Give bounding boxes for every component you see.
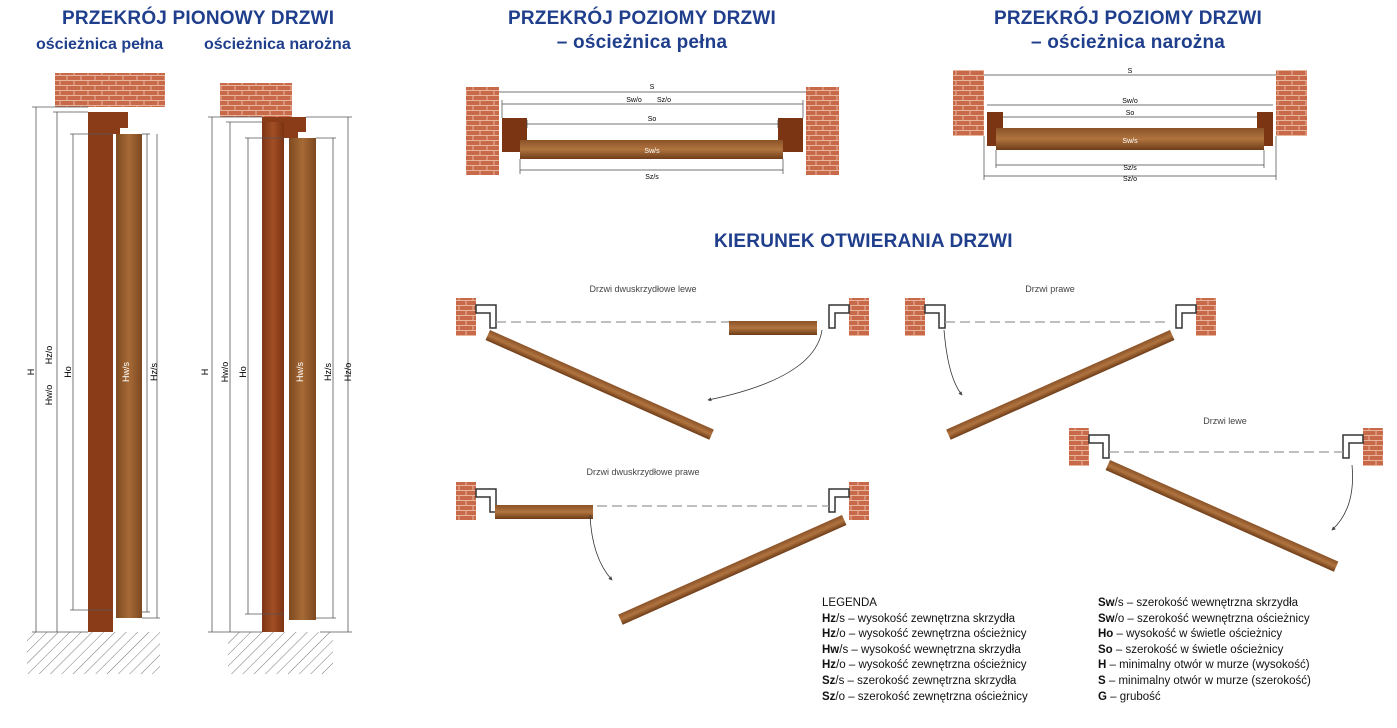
legend-item: H – minimalny otwór w murze (wysokość) [1098, 659, 1310, 672]
label-szo: Sz/o [1123, 176, 1137, 183]
horizontal-corner-frame: S Sw/o So Sw/s Sz/s Sz/o [953, 68, 1307, 183]
legend-heading: LEGENDA [822, 597, 877, 609]
label-swo: Sw/o [1122, 98, 1138, 105]
label-hwo: Hw/o [44, 385, 54, 406]
opening-left: Drzwi lewe [1069, 416, 1383, 572]
horizontal-corner-title-1: PRZEKRÓJ POZIOMY DRZWI [994, 8, 1262, 29]
label-hwo: Hw/o [220, 362, 230, 383]
frame-right [778, 118, 803, 152]
label-sws: Sw/s [1122, 138, 1138, 145]
vertical-sub-full: ościeżnica pełna [36, 36, 164, 53]
legend-item: Ho – wysokość w świetle ościeżnicy [1098, 628, 1283, 641]
door-leaf [520, 140, 783, 159]
label-ho: Ho [63, 366, 73, 378]
label-h: H [200, 369, 210, 376]
legend-item: Hz/s – wysokość zewnętrzna skrzydła [822, 612, 1016, 625]
legend-left: LEGENDA Hz/s – wysokość zewnętrzna skrzy… [822, 596, 1082, 705]
horizontal-full-title-1: PRZEKRÓJ POZIOMY DRZWI [508, 8, 776, 29]
label-s: S [650, 84, 655, 91]
legend-item: Sz/o – szerokość zewnętrzna ościeżnicy [822, 690, 1028, 703]
legend-item: G – grubość [1098, 690, 1161, 703]
legend-item: Sz/s – szerokość zewnętrzna skrzydła [822, 674, 1017, 687]
label-sws: Sw/s [644, 148, 660, 155]
label-so: So [648, 116, 657, 123]
label-double-left: Drzwi dwuskrzydłowe lewe [589, 284, 696, 294]
horizontal-full-frame: S Sw/o Sz/o So Sw/s Sz/s [466, 84, 839, 181]
frame-right [1257, 112, 1273, 146]
frame-jamb [262, 122, 284, 632]
label-hzo: Hz/o [44, 346, 54, 365]
lintel-brick [55, 73, 165, 107]
label-double-right: Drzwi dwuskrzydłowe prawe [586, 467, 699, 477]
wall-left [953, 70, 984, 136]
floor-hatch [228, 632, 333, 674]
door-leaf [116, 134, 142, 618]
label-hzs: Hz/s [323, 363, 333, 382]
legend-right: Sw/s – szerokość wewnętrzna skrzydła Sw/… [1098, 596, 1393, 705]
door-leaf [289, 138, 316, 620]
label-szo: Sz/o [657, 97, 671, 104]
vertical-title: PRZEKRÓJ PIONOWY DRZWI [62, 8, 335, 29]
opening-double-right: Drzwi dwuskrzydłowe prawe [456, 467, 869, 625]
legend-item: Hw/s – wysokość wewnętrzna skrzydła [822, 643, 1021, 656]
wall-right [806, 87, 839, 175]
legend-item: So – szerokość w świetle ościeżnicy [1098, 643, 1284, 656]
label-h: H [26, 369, 36, 376]
vertical-full-frame: H Hz/o Hw/o Ho Hw/s Hz/s [26, 73, 165, 674]
lintel-brick [220, 83, 292, 117]
label-right: Drzwi prawe [1025, 284, 1075, 294]
legend-item: Sw/o – szerokość wewnętrzna ościeżnicy [1098, 612, 1310, 625]
opening-right: Drzwi prawe [905, 284, 1216, 440]
wall-left [466, 87, 499, 175]
label-szs: Sz/s [645, 174, 659, 181]
legend-item: S – minimalny otwór w murze (szerokość) [1098, 674, 1311, 687]
legend-item: Hz/o – wysokość zewnętrzna ościeżnicy [822, 628, 1027, 641]
legend-item: Sw/s – szerokość wewnętrzna skrzydła [1098, 597, 1299, 609]
horizontal-full-title-2: – ościeżnica pełna [556, 32, 728, 53]
frame-left [987, 112, 1003, 146]
floor-hatch [27, 632, 160, 674]
opening-title: KIERUNEK OTWIERANIA DRZWI [714, 231, 1013, 252]
vertical-corner-frame: H Hw/o Ho Hw/s Hz/s Hz/o [200, 83, 353, 674]
label-swo: Sw/o [626, 97, 642, 104]
label-hzs: Hz/s [149, 363, 159, 382]
door-leaf [996, 128, 1264, 150]
label-so: So [1126, 110, 1135, 117]
label-s: S [1128, 68, 1133, 75]
horizontal-corner-title-2: – ościeżnica narożna [1030, 32, 1226, 53]
label-hzo: Hz/o [343, 363, 353, 382]
legend-item: Hz/o – wysokość zewnętrzna ościeżnicy [822, 659, 1027, 672]
frame-profile [88, 112, 128, 632]
vertical-sub-corner: ościeżnica narożna [204, 36, 351, 53]
label-szs: Sz/s [1123, 165, 1137, 172]
label-ho: Ho [238, 366, 248, 378]
label-hws: Hw/s [121, 362, 131, 382]
opening-double-left: Drzwi dwuskrzydłowe lewe [456, 284, 869, 440]
label-hws: Hw/s [295, 362, 305, 382]
wall-right [1276, 70, 1307, 136]
label-left: Drzwi lewe [1203, 416, 1247, 426]
